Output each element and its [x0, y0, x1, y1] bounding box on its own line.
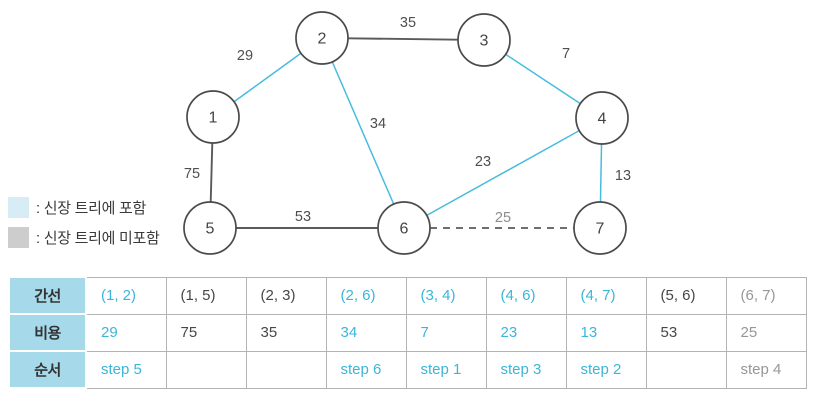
edge-1-2	[233, 52, 302, 103]
node-circle-2	[295, 11, 349, 65]
step-cell-7	[645, 350, 727, 389]
node-circle-6	[377, 201, 431, 255]
step-cell-5: step 3	[485, 350, 567, 389]
node-1: 1	[186, 90, 240, 144]
node-label-3: 3	[480, 33, 489, 50]
step-cell-4: step 1	[405, 350, 487, 389]
edge-1-5	[209, 142, 214, 203]
edge-weight-6-7: 25	[495, 210, 511, 226]
cost-cell-5: 23	[485, 313, 567, 352]
edge-weight-4-7: 13	[615, 168, 631, 184]
step-cell-3: step 6	[325, 350, 407, 389]
edge-weight-4-6: 23	[475, 154, 491, 170]
edge-cell-7: (5, 6)	[645, 276, 727, 315]
node-label-2: 2	[318, 31, 327, 48]
cost-cell-4: 7	[405, 313, 487, 352]
step-cell-1	[165, 350, 247, 389]
node-7: 7	[573, 201, 627, 255]
legend-item-included: : 신장 트리에 포함	[8, 196, 159, 218]
edge-weight-2-6: 34	[370, 116, 386, 132]
node-label-6: 6	[400, 221, 409, 238]
edge-row: 간선(1, 2)(1, 5)(2, 3)(2, 6)(3, 4)(4, 6)(4…	[8, 276, 807, 315]
legend-swatch-excluded-icon	[8, 226, 29, 248]
node-label-4: 4	[598, 111, 607, 128]
edge-cell-2: (2, 3)	[245, 276, 327, 315]
edge-4-6	[426, 129, 580, 217]
node-circle-7	[573, 201, 627, 255]
legend-swatch-included-icon	[8, 196, 29, 218]
cost-cell-1: 75	[165, 313, 247, 352]
cost-cell-3: 34	[325, 313, 407, 352]
row-header-edge: 간선	[8, 276, 87, 315]
edge-2-6	[331, 61, 395, 205]
cost-cell-2: 35	[245, 313, 327, 352]
edge-table: 간선(1, 2)(1, 5)(2, 3)(2, 6)(3, 4)(4, 6)(4…	[8, 276, 807, 389]
edge-cell-3: (2, 6)	[325, 276, 407, 315]
node-5: 5	[183, 201, 237, 255]
edge-2-3	[347, 37, 459, 41]
legend-label-included: : 신장 트리에 포함	[36, 199, 146, 217]
edge-cell-5: (4, 6)	[485, 276, 567, 315]
node-4: 4	[575, 91, 629, 145]
step-cell-2	[245, 350, 327, 389]
cost-cell-8: 25	[725, 313, 807, 352]
edge-cell-6: (4, 7)	[565, 276, 647, 315]
node-circle-3	[457, 13, 511, 67]
cost-cell-0: 29	[85, 313, 167, 352]
node-circle-1	[186, 90, 240, 144]
edge-weight-2-3: 35	[400, 15, 416, 31]
node-6: 6	[377, 201, 431, 255]
node-label-5: 5	[206, 221, 215, 238]
edge-cell-0: (1, 2)	[85, 276, 167, 315]
edge-weight-5-6: 53	[295, 209, 311, 225]
node-circle-5	[183, 201, 237, 255]
legend-item-excluded: : 신장 트리에 미포함	[8, 226, 160, 248]
node-3: 3	[457, 13, 511, 67]
edge-cell-8: (6, 7)	[725, 276, 807, 315]
edge-weight-1-5: 75	[184, 166, 200, 182]
edge-cell-4: (3, 4)	[405, 276, 487, 315]
row-header-cost: 비용	[8, 313, 87, 352]
edge-3-4	[505, 53, 581, 105]
legend: : 신장 트리에 포함 : 신장 트리에 미포함	[8, 196, 160, 256]
legend-label-excluded: : 신장 트리에 미포함	[36, 229, 160, 247]
step-cell-0: step 5	[85, 350, 167, 389]
node-label-1: 1	[209, 110, 218, 127]
edge-weight-3-4: 7	[562, 46, 570, 62]
edge-table-body: 간선(1, 2)(1, 5)(2, 3)(2, 6)(3, 4)(4, 6)(4…	[8, 276, 807, 389]
row-header-step: 순서	[8, 350, 87, 389]
node-label-7: 7	[596, 221, 605, 238]
edge-weight-1-2: 29	[237, 48, 253, 64]
node-2: 2	[295, 11, 349, 65]
edge-4-7	[599, 143, 603, 203]
node-circle-4	[575, 91, 629, 145]
cost-cell-7: 53	[645, 313, 727, 352]
cost-cell-6: 13	[565, 313, 647, 352]
step-cell-8: step 4	[725, 350, 807, 389]
step-cell-6: step 2	[565, 350, 647, 389]
edge-cell-1: (1, 5)	[165, 276, 247, 315]
